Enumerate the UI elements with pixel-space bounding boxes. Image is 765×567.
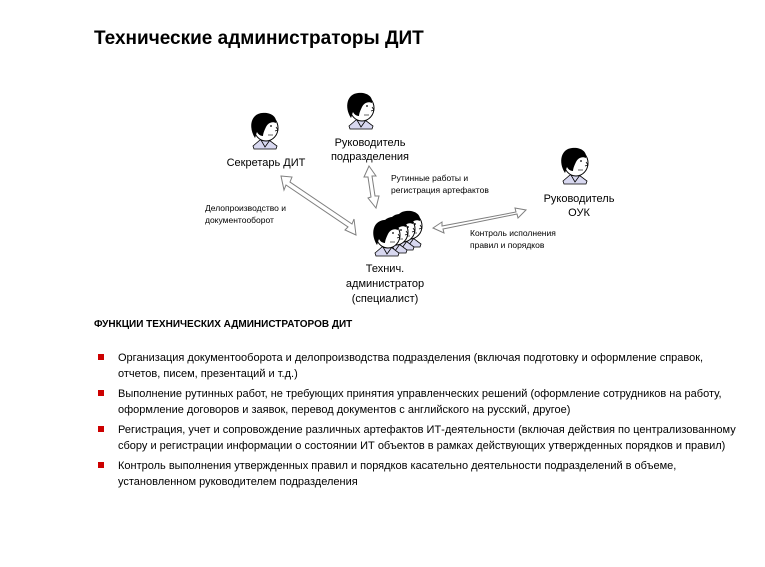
bullet-square-icon <box>98 426 104 432</box>
list-item-text: Контроль выполнения утвержденных правил … <box>118 460 677 488</box>
edge-head-admin-label: Рутинные работы и регистрация артефактов <box>391 173 489 195</box>
edge-admin-ouk-label: Контроль исполнения правил и порядков <box>470 228 556 250</box>
node-head-label: Руководитель подразделения <box>330 137 410 163</box>
functions-list: Организация документооборота и делопроиз… <box>98 350 738 494</box>
bullet-square-icon <box>98 354 104 360</box>
arrow-head-admin <box>363 164 380 210</box>
bullet-square-icon <box>98 390 104 396</box>
ouk-person-icon <box>560 147 589 185</box>
list-item: Организация документооборота и делопроиз… <box>98 350 738 382</box>
list-item: Контроль выполнения утвержденных правил … <box>98 458 738 490</box>
functions-heading: ФУНКЦИИ ТЕХНИЧЕСКИХ АДМИНИСТРАТОРОВ ДИТ <box>94 319 353 330</box>
org-diagram <box>250 92 589 257</box>
arrow-admin-ouk <box>431 207 528 234</box>
list-item: Регистрация, учет и сопровождение различ… <box>98 422 738 454</box>
page-title: Технические администраторы ДИТ <box>94 28 424 49</box>
secretary-person-icon <box>250 112 279 150</box>
edge-secretary-admin-label: Делопроизводство и документооборот <box>205 203 287 225</box>
list-item-text: Регистрация, учет и сопровождение различ… <box>118 424 736 452</box>
list-item-text: Выполнение рутинных работ, не требующих … <box>118 388 722 416</box>
bullet-square-icon <box>98 462 104 468</box>
head-person-icon <box>346 92 375 130</box>
list-item: Выполнение рутинных работ, не требующих … <box>98 386 738 418</box>
arrow-secretary-admin <box>280 175 357 236</box>
admin-group-icon <box>372 210 423 257</box>
node-secretary-label: Секретарь ДИТ <box>226 157 306 169</box>
node-admin-label: Технич. администратор (специалист) <box>345 263 425 305</box>
node-ouk-label: Руководитель ОУК <box>543 193 615 219</box>
list-item-text: Организация документооборота и делопроиз… <box>118 352 704 380</box>
